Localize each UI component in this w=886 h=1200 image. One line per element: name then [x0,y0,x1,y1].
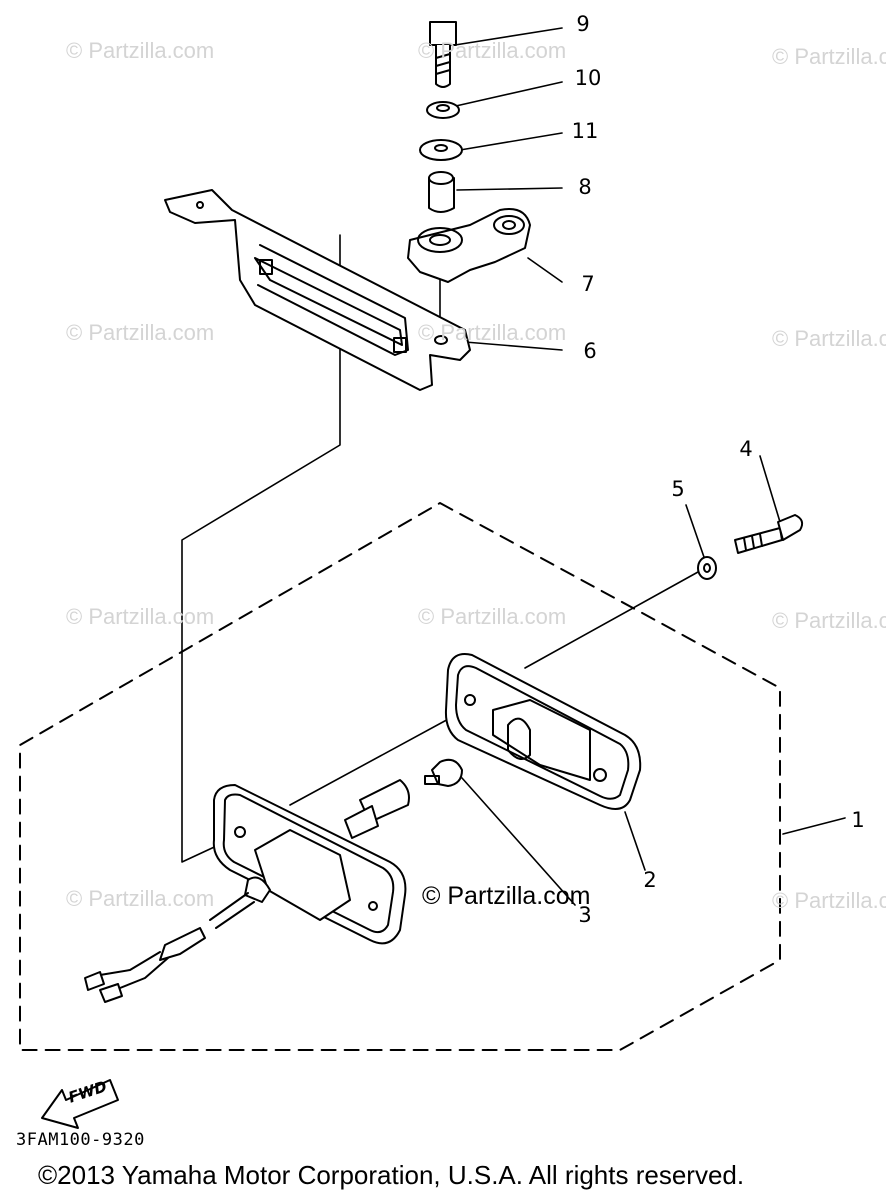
callout-7: 7 [581,272,595,296]
watermark-text: © Partzilla.com [772,44,886,69]
washer-5 [697,556,717,580]
watermark-text: © Partzilla.com [66,320,215,345]
callout-4: 4 [739,437,753,461]
watermark-text: © Partzilla.com [418,604,567,629]
watermark-text: © Partzilla.com [418,38,567,63]
center-watermark: © Partzilla.com [422,882,591,910]
callout-6: 6 [583,339,597,363]
watermark-text: © Partzilla.com [66,38,215,63]
watermark-text: © Partzilla.com [66,886,215,911]
callout-10: 10 [574,66,602,90]
watermark-text: © Partzilla.com [418,320,567,345]
watermark-text: © Partzilla.com [772,888,886,913]
collar-8 [428,171,455,213]
callout-3: 3 [578,903,592,927]
callout-11: 11 [571,119,599,143]
watermark-text: © Partzilla.com [772,608,886,633]
lens-housing-2 [444,653,642,810]
assembly-boundary [19,502,781,1051]
fwd-arrow-icon [41,1079,119,1129]
arm-bracket-7 [407,208,531,283]
diagram-code: 3FAM100-9320 [16,1130,145,1150]
callout-1: 1 [851,808,865,832]
bulb-3 [424,758,463,787]
watermark-text: © Partzilla.com [66,604,215,629]
mounting-bracket-6 [164,189,471,391]
leader-lines [181,27,846,906]
watermark-text: © Partzilla.com [772,326,886,351]
bulb-socket [344,779,410,839]
bolt-9 [429,21,457,88]
bolt-4 [734,514,804,554]
callout-8: 8 [578,175,592,199]
callout-9: 9 [576,12,590,36]
callout-2: 2 [643,868,657,892]
copyright-notice: ©2013 Yamaha Motor Corporation, U.S.A. A… [38,1160,745,1190]
callout-5: 5 [671,477,685,501]
lamp-base [84,784,407,1003]
